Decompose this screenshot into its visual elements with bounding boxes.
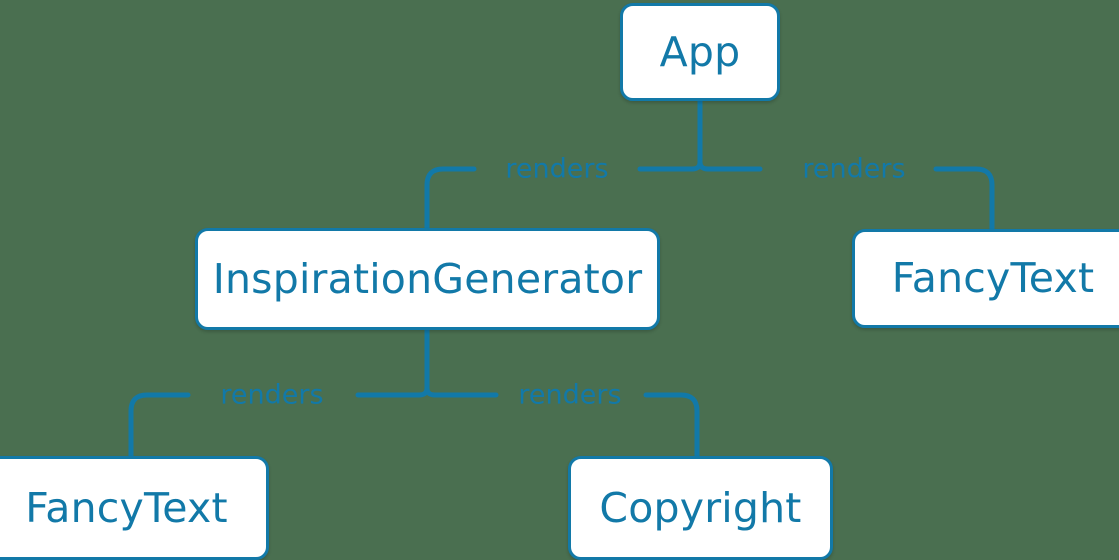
edge-label-app-to-inspiration-generator: renders — [505, 153, 609, 185]
edge-ig-to-fancytext-bottom-left-segment — [128, 392, 191, 459]
node-copyright[interactable]: Copyright — [568, 456, 833, 560]
edge-ig-to-fancytext-bottom-right-segment — [355, 385, 430, 398]
node-inspiration-generator[interactable]: InspirationGenerator — [195, 228, 660, 330]
node-app[interactable]: App — [620, 3, 780, 101]
edge-ig-to-copyright-right-segment — [643, 392, 700, 459]
node-inspiration-generator-label: InspirationGenerator — [212, 254, 643, 303]
edge-app-to-inspiration-generator-left-segment — [424, 166, 477, 231]
node-fancytext-right-label: FancyText — [891, 254, 1095, 302]
edge-app-to-inspiration-generator-right-segment — [637, 159, 703, 172]
node-fancytext-right[interactable]: FancyText — [852, 229, 1119, 328]
edge-app-to-fancytext-right-outer-segment — [933, 166, 995, 232]
edge-app-to-fancytext-right-inner-segment — [697, 159, 763, 172]
edge-label-inspiration-generator-to-copyright: renders — [518, 379, 622, 411]
node-copyright-label: Copyright — [599, 483, 802, 532]
edge-ig-to-copyright-left-segment — [424, 385, 499, 398]
edge-label-inspiration-generator-to-fancytext-bottom: renders — [220, 379, 324, 411]
node-app-label: App — [659, 27, 741, 76]
node-fancytext-bottom[interactable]: FancyText — [0, 456, 269, 560]
edge-label-app-to-fancytext-right: renders — [802, 153, 906, 185]
node-fancytext-bottom-label: FancyText — [25, 483, 228, 532]
